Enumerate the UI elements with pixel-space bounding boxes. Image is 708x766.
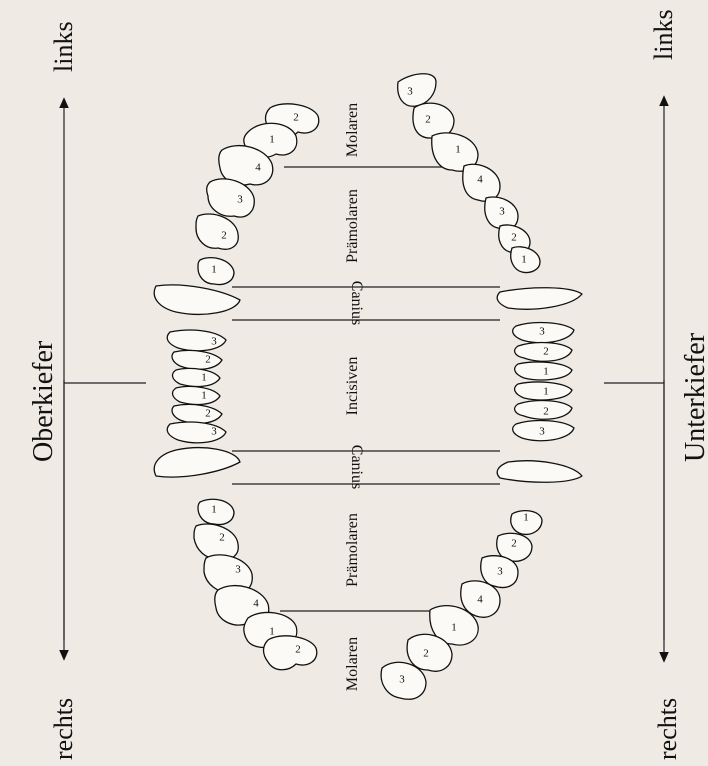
tooth-upper-incisor-r2	[172, 404, 222, 423]
tooth-num-lr-6: 2	[423, 648, 429, 660]
label-links-right: links	[649, 9, 678, 60]
tooth-num-ui-6: 3	[211, 426, 217, 438]
tooth-lower-left-molar-3	[398, 74, 436, 107]
tooth-num-ul-1: 2	[293, 112, 299, 124]
lower-canine-left	[497, 288, 582, 310]
tooth-num-ll-3: 1	[455, 144, 461, 156]
tooth-num-ur-6: 2	[295, 644, 301, 656]
lower-left-teeth: 3 2 1 4 3 2 1	[398, 74, 540, 273]
label-canius-top: Canius	[348, 281, 365, 325]
label-rechts-left: rechts	[49, 698, 78, 760]
tooth-num-ui-4: 1	[201, 390, 207, 402]
tooth-num-ur-5: 1	[269, 626, 275, 638]
tooth-upper-incisor-l2	[172, 350, 222, 369]
label-molaren-top: Molaren	[344, 103, 361, 157]
label-links-left: links	[49, 21, 78, 72]
label-unterkiefer: Unterkiefer	[680, 332, 708, 462]
upper-canine-right	[154, 448, 240, 477]
tooth-num-lr-1: 1	[523, 512, 529, 524]
label-oberkiefer: Oberkiefer	[28, 340, 59, 462]
tooth-num-ui-5: 2	[205, 408, 211, 420]
tooth-num-li-2: 2	[543, 346, 549, 358]
tooth-num-lr-7: 3	[399, 674, 405, 686]
upper-canine-left	[154, 285, 240, 314]
tooth-num-ul-4: 3	[237, 194, 243, 206]
tooth-lower-canine-right	[497, 461, 582, 483]
tooth-num-ui-3: 1	[201, 372, 207, 384]
tooth-num-ul-5: 2	[221, 230, 227, 242]
label-molaren-bottom: Molaren	[344, 637, 361, 691]
tooth-num-ll-6: 2	[511, 232, 517, 244]
tooth-upper-incisor-r3	[167, 422, 226, 443]
label-incisiven: Incisiven	[344, 357, 361, 416]
tooth-num-li-3: 1	[543, 366, 549, 378]
lower-incisors: 3 2 1 1 2 3	[513, 323, 574, 441]
tooth-num-ur-4: 4	[253, 598, 259, 610]
tooth-num-ur-2: 2	[219, 532, 225, 544]
tooth-num-ul-6: 1	[211, 264, 217, 276]
upper-right-teeth: 1 2 3 4 1 2	[194, 499, 317, 670]
tooth-num-lr-5: 1	[451, 622, 457, 634]
tooth-num-ul-3: 4	[255, 162, 261, 174]
tooth-num-lr-4: 4	[477, 594, 483, 606]
lower-right-teeth: 1 2 3 4 1 2 3	[381, 511, 542, 700]
label-rechts-right: rechts	[653, 698, 682, 760]
tooth-num-ur-1: 1	[211, 504, 217, 516]
tooth-num-li-5: 2	[543, 406, 549, 418]
tooth-num-ll-7: 1	[521, 254, 527, 266]
label-canius-bottom: Canius	[348, 445, 365, 489]
tooth-num-ll-1: 3	[407, 86, 413, 98]
tooth-upper-incisor-l1	[173, 368, 220, 386]
tooth-num-lr-3: 3	[497, 566, 503, 578]
tooth-upper-canine-right	[154, 448, 240, 477]
tooth-num-ui-1: 3	[211, 336, 217, 348]
tooth-num-ui-2: 2	[205, 354, 211, 366]
tooth-num-li-1: 3	[539, 326, 545, 338]
tooth-num-ur-3: 3	[235, 564, 241, 576]
tooth-num-ll-5: 3	[499, 206, 505, 218]
tooth-num-li-6: 3	[539, 426, 545, 438]
tooth-upper-left-premolar-2	[196, 214, 238, 249]
tooth-num-li-4: 1	[543, 386, 549, 398]
tooth-num-ll-2: 2	[425, 114, 431, 126]
label-praemolaren-top: Prämolaren	[344, 189, 361, 263]
tooth-num-lr-2: 2	[511, 538, 517, 550]
tooth-lower-canine-left	[497, 288, 582, 310]
tooth-upper-incisor-r1	[173, 386, 220, 404]
tooth-num-ll-4: 4	[477, 174, 483, 186]
tooth-upper-right-premolar-2	[194, 524, 238, 559]
tooth-upper-canine-left	[154, 285, 240, 314]
lower-canine-right	[497, 461, 582, 483]
upper-left-teeth: 2 1 4 3 2 1	[196, 104, 319, 285]
tooth-upper-right-molar-2	[264, 636, 317, 670]
upper-incisors: 3 2 1 1 2 3	[167, 330, 226, 443]
tooth-upper-incisor-l3	[167, 330, 226, 351]
label-praemolaren-bottom: Prämolaren	[344, 513, 361, 587]
tooth-num-ul-2: 1	[269, 134, 275, 146]
